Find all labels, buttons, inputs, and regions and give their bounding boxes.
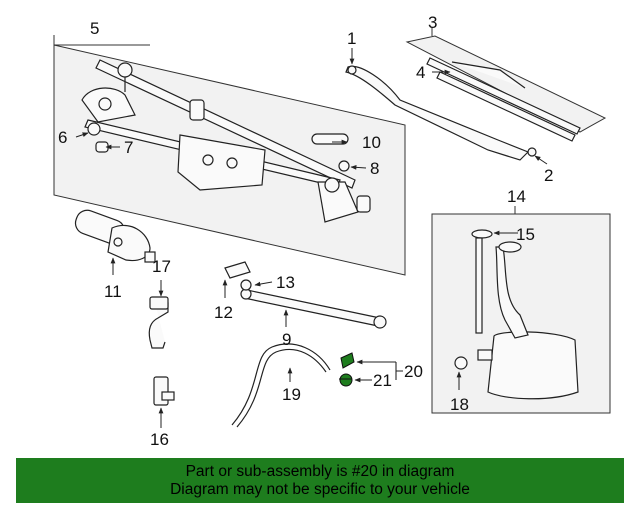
wiper-linkage (81, 59, 371, 223)
callout-9: 9 (282, 330, 291, 349)
washer-hose (231, 343, 331, 428)
callout-3: 3 (428, 13, 437, 32)
wiper-blade (426, 57, 581, 142)
callout-numbers: 1 2 3 4 5 6 7 8 9 10 11 12 13 14 15 16 1… (58, 13, 553, 449)
callout-21: 21 (373, 371, 392, 390)
footer-banner (16, 458, 624, 503)
washer-tank (454, 229, 579, 400)
washer-pump (148, 296, 175, 406)
callout-18: 18 (450, 395, 469, 414)
callout-1: 1 (347, 29, 356, 48)
wiper-motor (74, 209, 156, 263)
callout-6: 6 (58, 128, 67, 147)
callout-19: 19 (282, 385, 301, 404)
callout-4: 4 (416, 63, 425, 82)
callout-15: 15 (516, 225, 535, 244)
callout-2: 2 (544, 166, 553, 185)
callout-8: 8 (370, 159, 379, 178)
footer-line-2: Diagram may not be specific to your vehi… (170, 480, 470, 498)
wiper-arm (345, 65, 537, 161)
callout-16: 16 (150, 430, 169, 449)
callout-17: 17 (152, 257, 171, 276)
leader-lines (75, 48, 548, 428)
callout-11: 11 (104, 282, 122, 301)
callout-13: 13 (276, 273, 295, 292)
footer-note: Part or sub-assembly is #20 in diagram D… (16, 458, 624, 503)
callout-20: 20 (404, 362, 423, 381)
callout-10: 10 (362, 133, 381, 152)
callout-12: 12 (214, 303, 233, 322)
highlight-part-20-21 (339, 352, 355, 387)
callout-14: 14 (507, 187, 526, 206)
link-rod (224, 261, 387, 329)
callout-5: 5 (90, 19, 99, 38)
callout-7: 7 (124, 138, 133, 157)
footer-line-1: Part or sub-assembly is #20 in diagram (185, 462, 455, 480)
